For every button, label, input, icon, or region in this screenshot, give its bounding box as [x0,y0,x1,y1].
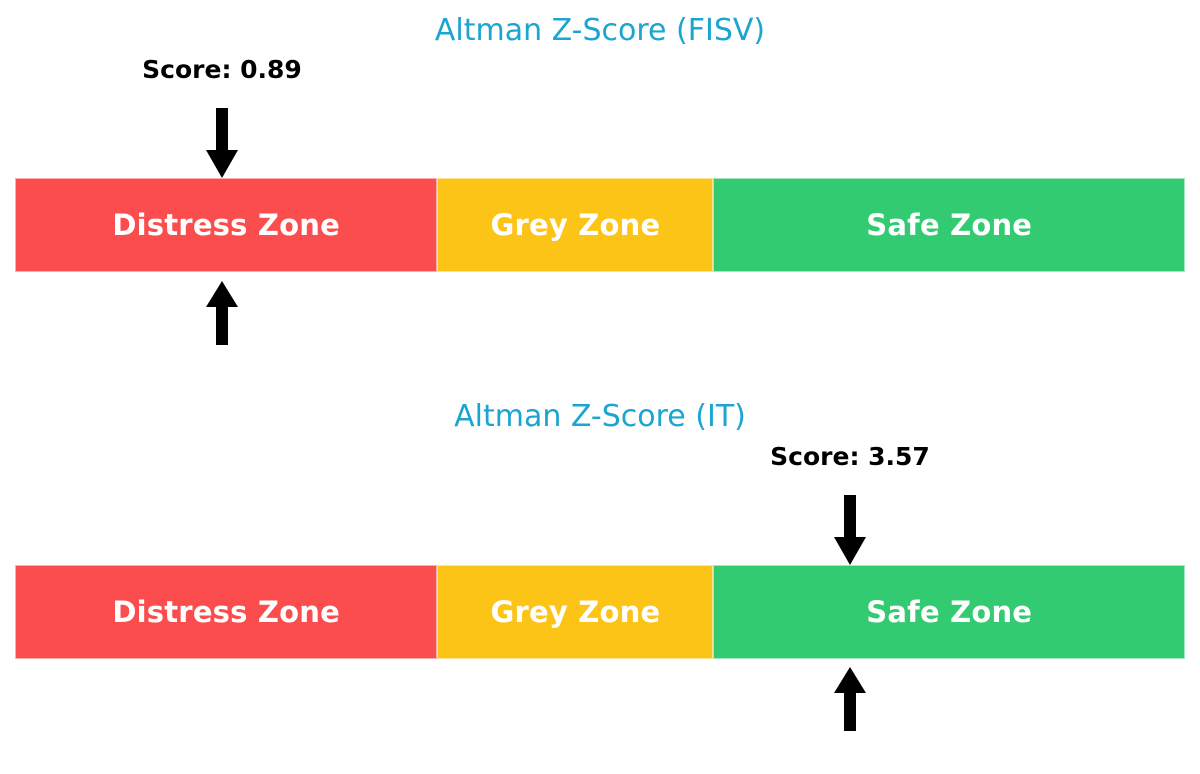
up-arrow-icon-fisv [202,281,242,349]
page-title-it: Altman Z-Score (IT) [454,399,746,434]
page-title-fisv: Altman Z-Score (FISV) [434,13,766,48]
zone-label-grey: Grey Zone [490,208,661,242]
zone-label-grey: Grey Zone [490,595,661,629]
zone-segment-distress[interactable]: Distress Zone [15,565,438,659]
up-arrow-icon-it [830,667,870,735]
zone-segment-grey[interactable]: Grey Zone [437,178,714,272]
zone-segment-grey[interactable]: Grey Zone [437,565,714,659]
down-arrow-icon-it [830,495,870,569]
zone-segment-safe[interactable]: Safe Zone [713,178,1185,272]
zone-segment-distress[interactable]: Distress Zone [15,178,438,272]
zone-label-distress: Distress Zone [112,595,340,629]
zone-label-safe: Safe Zone [866,208,1033,242]
score-annotation-it: Score: 3.57 [770,442,930,471]
zone-label-distress: Distress Zone [112,208,340,242]
zone-segment-safe[interactable]: Safe Zone [713,565,1185,659]
zone-bar-fisv: Distress Zone Grey Zone Safe Zone [15,178,1185,272]
score-annotation-fisv: Score: 0.89 [142,55,302,84]
zone-label-safe: Safe Zone [866,595,1033,629]
down-arrow-icon-fisv [202,108,242,182]
zscore-panel-fisv: Altman Z-Score (FISV) Score: 0.89 Distre… [15,13,1185,349]
zone-bar-it: Distress Zone Grey Zone Safe Zone [15,565,1185,659]
